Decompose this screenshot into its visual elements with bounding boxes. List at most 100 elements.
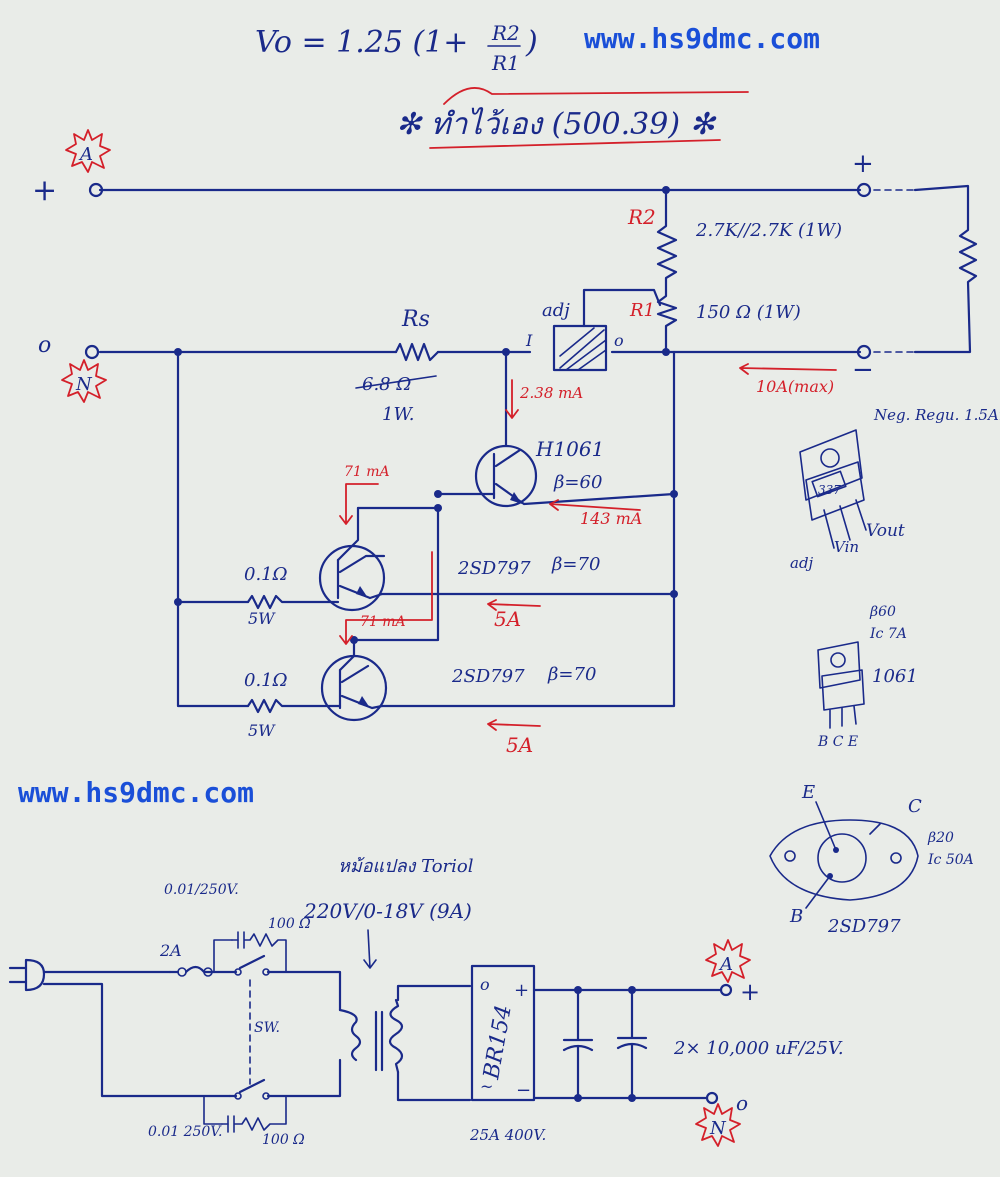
svg-text:N: N [709, 1118, 727, 1139]
bridge-label: BR154 [479, 1003, 517, 1082]
switch-label: SW. [254, 1020, 280, 1036]
supply-zero-sign: o [736, 1091, 748, 1115]
pin-o-label: o [614, 331, 624, 350]
collector-bus [380, 350, 676, 708]
r2-label: R2 [627, 205, 656, 229]
output-voltage-formula: Vo = 1.25 (1+ R2 R1 ) [255, 21, 538, 75]
bridge-minus: − [516, 1080, 531, 1101]
top-snubber [213, 931, 287, 973]
adj-wire [582, 288, 662, 328]
adj-current: 2.38 mA [519, 384, 583, 402]
mains-wiring [42, 970, 232, 1098]
ic-pin-vout: Vout [866, 521, 905, 541]
watermark-top: www.hs9dmc.com [584, 22, 820, 55]
re-resistor-2 [246, 698, 342, 714]
q3-label: 2SD797 [451, 666, 525, 687]
capacitor-spec: 2× 10,000 uF/25V. [673, 1038, 844, 1059]
h1061-ic-note: Ic 7A [869, 626, 907, 642]
load-current-arrow [739, 363, 837, 375]
h1061-package-sketch: 1061 B C E [817, 641, 918, 750]
2sd797-package-sketch: E C B β20 Ic 50A 2SD797 [769, 782, 974, 937]
terminal-a-marker: A [65, 129, 111, 173]
q1-current: 143 mA [580, 509, 642, 528]
q3-beta: β=70 [547, 664, 596, 685]
output-plus-terminal [856, 182, 872, 198]
fuse-label: 2A [159, 941, 182, 960]
top-res-label: 100 Ω [268, 916, 311, 932]
re1-power: 5W [248, 609, 276, 628]
supply-plus-sign: + [740, 978, 760, 1006]
2sd797-power-transistor-2 [320, 636, 388, 722]
input-zero-sign: o [38, 333, 51, 358]
rs-value: 6.8 Ω [362, 374, 411, 395]
pin-i-label: I [525, 331, 533, 350]
output-plus-sign: + [852, 149, 874, 179]
ic-note-line: Neg. Regu. 1.5Amp. [873, 406, 1000, 424]
d797-ic-note: Ic 50A [927, 852, 974, 868]
filter-capacitor-1 [562, 986, 594, 1102]
svg-text:o: o [480, 975, 490, 994]
bridge-plus: + [514, 980, 529, 1001]
r2-r1-divider [656, 188, 678, 354]
h1061-driver-transistor [434, 348, 676, 508]
d797-name: 2SD797 [827, 916, 901, 937]
svg-text:A: A [78, 144, 93, 165]
load-resistor [913, 184, 978, 354]
bridge-rating: 25A 400V. [469, 1126, 546, 1144]
d797-e-label: E [801, 782, 815, 803]
toroidal-transformer [338, 984, 472, 1102]
q3-base-current-arrow [339, 551, 433, 645]
transformer-title: หม้อแปลง Toriol [338, 856, 474, 877]
terminal-a-input [88, 182, 104, 198]
input-plus-sign: + [32, 173, 57, 208]
q2-label: 2SD797 [457, 558, 531, 579]
bottom-cap-label: 0.01 250V. [148, 1124, 222, 1140]
supply-a-marker: A [705, 939, 751, 983]
formula-close: ) [525, 25, 538, 60]
ic-pin-adj: adj [790, 554, 814, 572]
dc-output-rails [532, 988, 722, 1100]
r1-value: 150 Ω (1W) [696, 302, 801, 323]
supply-a-terminal [719, 983, 733, 997]
h1061-beta-note: β60 [869, 604, 896, 620]
adj-label: adj [542, 300, 570, 321]
rs-power: 1W. [382, 404, 415, 425]
bridge-rectifier: o ~ + − BR154 [470, 964, 536, 1102]
svg-text:~: ~ [480, 1077, 493, 1096]
q2-beta: β=70 [551, 554, 600, 575]
left-bus [176, 350, 250, 708]
r1-label: R1 [629, 300, 655, 321]
formula-denominator: R1 [491, 51, 520, 75]
note-overline [443, 87, 749, 105]
r2-value: 2.7K//2.7K (1W) [695, 220, 842, 241]
load-current: 10A(max) [756, 377, 834, 396]
top-switch [212, 954, 342, 1012]
adj-current-arrow [505, 379, 519, 419]
2sd797-power-transistor-1 [318, 504, 442, 642]
watermark-middle: www.hs9dmc.com [18, 776, 254, 809]
output-minus-terminal [856, 344, 872, 360]
svg-text:A: A [718, 954, 733, 975]
load-dashed-leads [873, 189, 916, 353]
bottom-switch [228, 1058, 342, 1098]
terminal-n-input [84, 344, 100, 360]
rs-label: Rs [401, 307, 430, 332]
mains-plug [24, 958, 46, 992]
d797-b-label: B [789, 906, 803, 927]
supply-n-terminal [705, 1091, 719, 1105]
q1-beta: β=60 [553, 472, 602, 493]
top-cap-label: 0.01/250V. [164, 882, 239, 898]
thai-note: ✻ ทำไว้เอง (500.39) ✻ [396, 107, 717, 142]
h1061-pins: B C E [817, 734, 858, 750]
re-resistor-1 [246, 594, 340, 610]
ic-marking: 337 [818, 483, 841, 497]
h1061-marking: 1061 [872, 666, 918, 687]
formula-numerator: R2 [491, 21, 520, 45]
ic-pin-vin: Vin [834, 538, 859, 556]
svg-text:N: N [75, 374, 93, 395]
re2-power: 5W [248, 721, 276, 740]
q3-base-current: 71 mA [360, 614, 406, 630]
formula-lhs: Vo = 1.25 (1+ [255, 25, 468, 60]
q2-base-current: 71 mA [344, 464, 390, 480]
